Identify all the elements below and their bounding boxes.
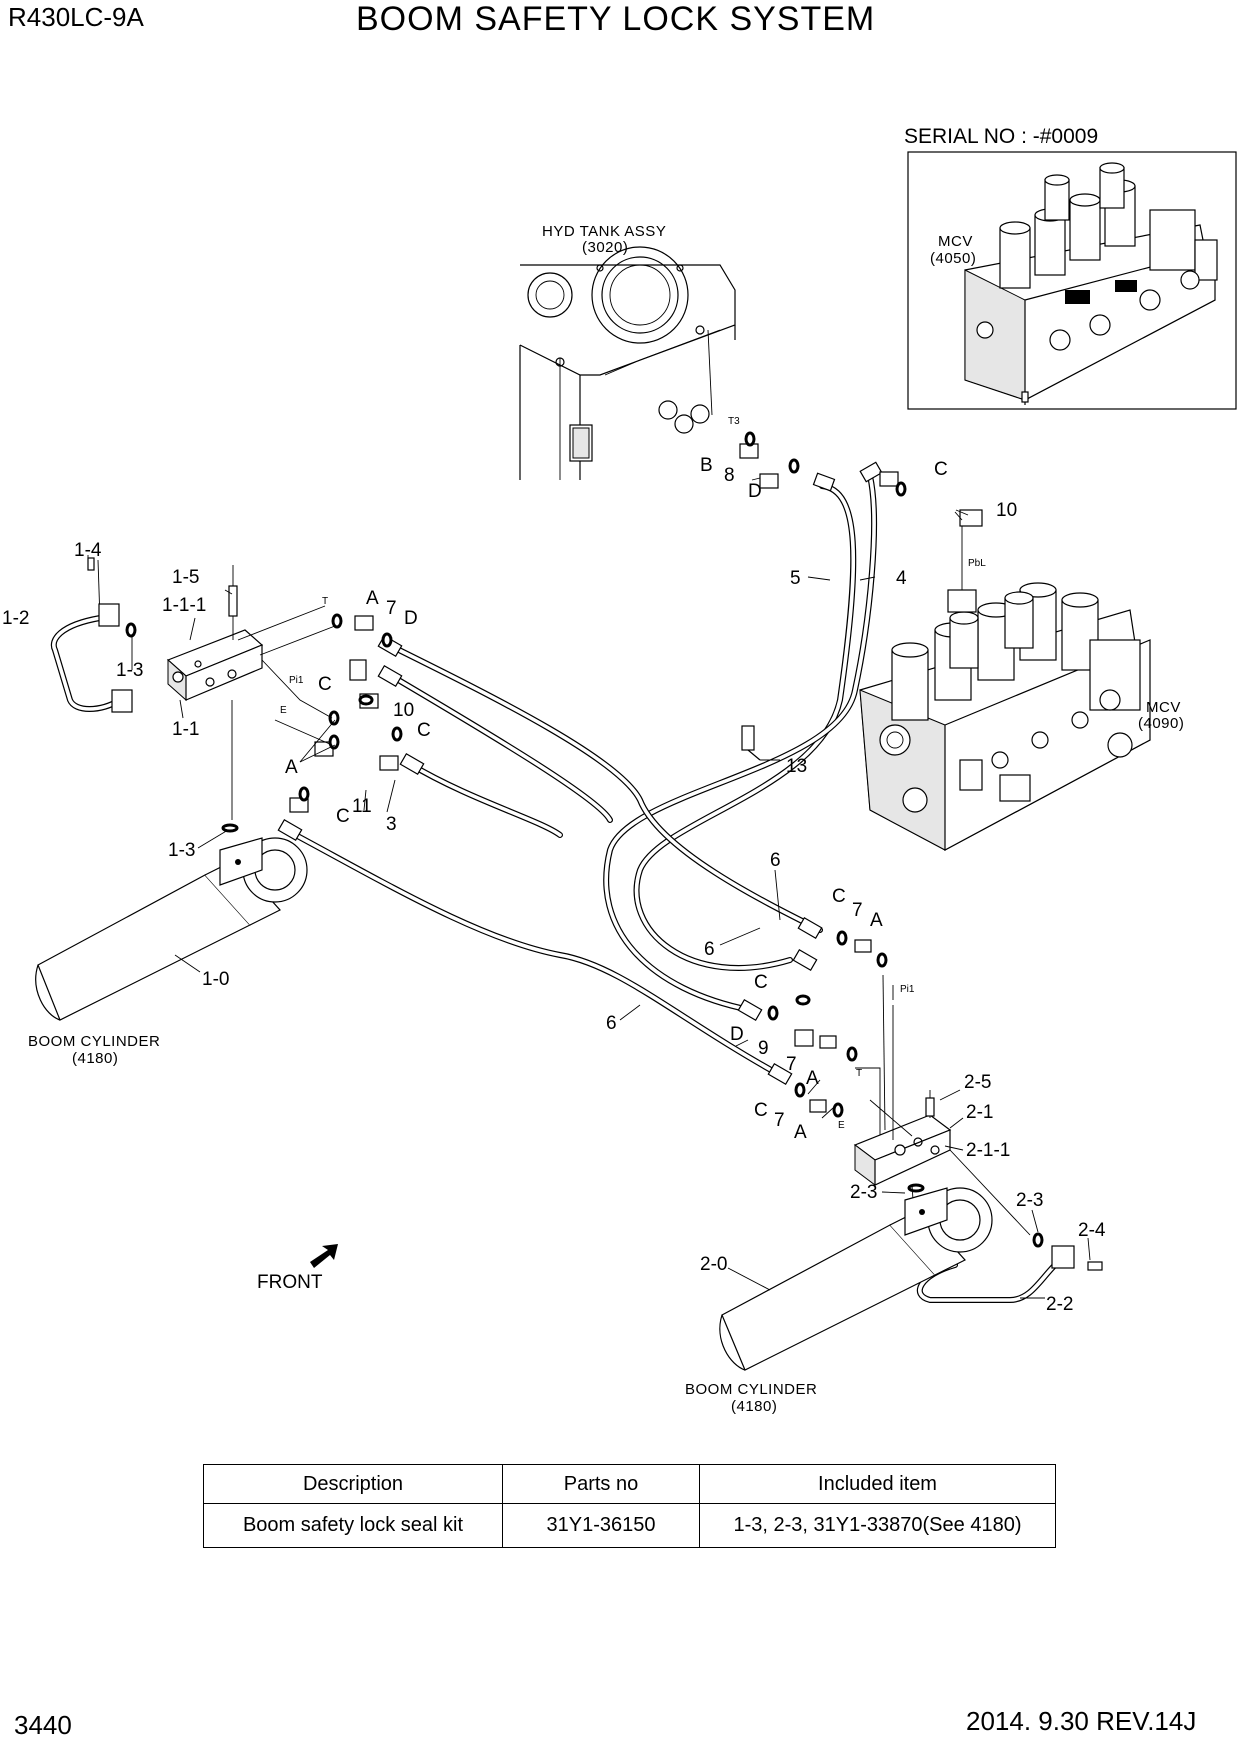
callout-3: 3 (386, 814, 397, 835)
callout-2-0: 2-0 (700, 1254, 727, 1275)
callout-10-1: 10 (393, 700, 414, 721)
model-number: R430LC-9A (8, 2, 144, 32)
callout-c-4: C (934, 459, 948, 480)
boom-cylinder-left-ref: (4180) (72, 1050, 118, 1067)
callout-8: 8 (724, 465, 735, 486)
callout-a-5: A (794, 1122, 807, 1143)
callout-a-3: A (870, 910, 883, 931)
callout-6-2: 6 (704, 939, 715, 960)
revision-date: 2014. 9.30 REV.14J (966, 1706, 1197, 1736)
callout-a-1: A (366, 588, 379, 609)
leader-lines (87, 477, 1091, 1299)
callout-5: 5 (790, 568, 801, 589)
callout-1-5: 1-5 (172, 567, 199, 588)
callout-13: 13 (786, 756, 807, 777)
table-cell-parts-no: 31Y1-36150 (502, 1503, 700, 1548)
callout-2-3-right: 2-3 (1016, 1190, 1043, 1211)
inset-mcv-4050: MCV (4050) (907, 151, 1237, 410)
port-pi1-right: Pi1 (900, 984, 915, 995)
table-header-included-item: Included item (699, 1464, 1056, 1504)
port-pi1-left: Pi1 (289, 675, 304, 686)
callout-7-2: 7 (852, 900, 863, 921)
boom-cylinder-right-ref: (4180) (731, 1398, 777, 1415)
port-t-left: T (322, 596, 328, 607)
table-header-description: Description (203, 1464, 503, 1504)
callout-c-6: C (754, 972, 768, 993)
callout-1-3-upper: 1-3 (116, 660, 143, 681)
callout-10-2: 10 (996, 500, 1017, 521)
safety-valve-block-1-1: T Pi1 E (87, 557, 336, 820)
front-direction-label: FRONT (257, 1272, 323, 1293)
callout-2-1-1: 2-1-1 (966, 1140, 1010, 1161)
callout-c-7: C (754, 1100, 768, 1121)
hydraulic-tank: HYD TANK ASSY (3020) T3 (519, 223, 740, 480)
hyd-tank-label: HYD TANK ASSY (542, 223, 666, 240)
callout-c-2: C (417, 720, 431, 741)
callout-1-1-1: 1-1-1 (162, 595, 206, 616)
port-pbl: PbL (968, 558, 986, 569)
page-number: 3440 (14, 1710, 72, 1740)
callout-a-4: A (806, 1068, 819, 1089)
o-rings (125, 431, 1044, 1248)
callout-7-4: 7 (774, 1110, 785, 1131)
boom-cylinder-left (35, 837, 308, 1021)
mcv-4090-label: MCV (1146, 699, 1181, 716)
callout-2-2: 2-2 (1046, 1294, 1073, 1315)
table-cell-description: Boom safety lock seal kit (203, 1503, 503, 1548)
inset-mcv-ref: (4050) (930, 250, 976, 267)
callout-labels: 1-4 1-2 1-5 1-1-1 1-3 1-1 1-3 1-0 A 7 D … (2, 455, 1106, 1315)
main-control-valve-4090: PbL MCV (4090) (859, 520, 1184, 852)
callout-1-0: 1-0 (202, 969, 229, 990)
hose-lines (50, 443, 1058, 1303)
callout-1-1: 1-1 (172, 719, 199, 740)
callout-6-1: 6 (770, 850, 781, 871)
callout-1-4: 1-4 (74, 540, 102, 561)
port-e-left: E (280, 705, 287, 716)
callout-d-2: D (748, 481, 762, 502)
serial-number-note: SERIAL NO : -#0009 (904, 125, 1099, 148)
callout-9: 9 (758, 1038, 769, 1059)
callout-d-3: D (730, 1024, 744, 1045)
port-t3: T3 (728, 416, 740, 427)
boom-cylinder-left-label: BOOM CYLINDER (28, 1033, 160, 1050)
callout-7-3: 7 (786, 1054, 797, 1075)
callout-b: B (700, 455, 713, 476)
mcv-4090-ref: (4090) (1138, 715, 1184, 732)
boom-cylinder-right-label: BOOM CYLINDER (685, 1381, 817, 1398)
callout-7-1: 7 (386, 598, 397, 619)
parts-table: Description Parts no Included item Boom … (203, 1464, 1056, 1548)
callout-2-3-left: 2-3 (850, 1182, 877, 1203)
safety-valve-block-2-1: Pi1 T E (838, 974, 1103, 1271)
callout-c-1: C (318, 674, 332, 695)
callout-2-4: 2-4 (1078, 1220, 1106, 1241)
callout-11: 11 (352, 796, 372, 817)
callout-1-3-lower: 1-3 (168, 840, 195, 861)
callout-1-2: 1-2 (2, 608, 29, 629)
front-arrow-icon (310, 1244, 338, 1268)
table-row: Boom safety lock seal kit 31Y1-36150 1-3… (203, 1503, 1056, 1548)
table-header-row: Description Parts no Included item (203, 1464, 1056, 1504)
callout-d-1: D (404, 608, 418, 629)
port-e-right: E (838, 1120, 845, 1131)
callout-6-3: 6 (606, 1013, 617, 1034)
inset-mcv-label: MCV (938, 233, 973, 250)
boom-cylinder-right (719, 1187, 993, 1371)
callout-2-1: 2-1 (966, 1102, 993, 1123)
callout-2-5: 2-5 (964, 1072, 991, 1093)
port-t-right: T (856, 1068, 862, 1079)
callout-4: 4 (896, 568, 907, 589)
hyd-tank-ref: (3020) (582, 239, 628, 256)
table-header-parts-no: Parts no (502, 1464, 700, 1504)
callout-c-3: C (336, 806, 350, 827)
page-title: BOOM SAFETY LOCK SYSTEM (356, 0, 876, 38)
callout-c-5: C (832, 886, 846, 907)
table-cell-included-item: 1-3, 2-3, 31Y1-33870(See 4180) (699, 1503, 1056, 1548)
callout-a-2: A (285, 757, 298, 778)
